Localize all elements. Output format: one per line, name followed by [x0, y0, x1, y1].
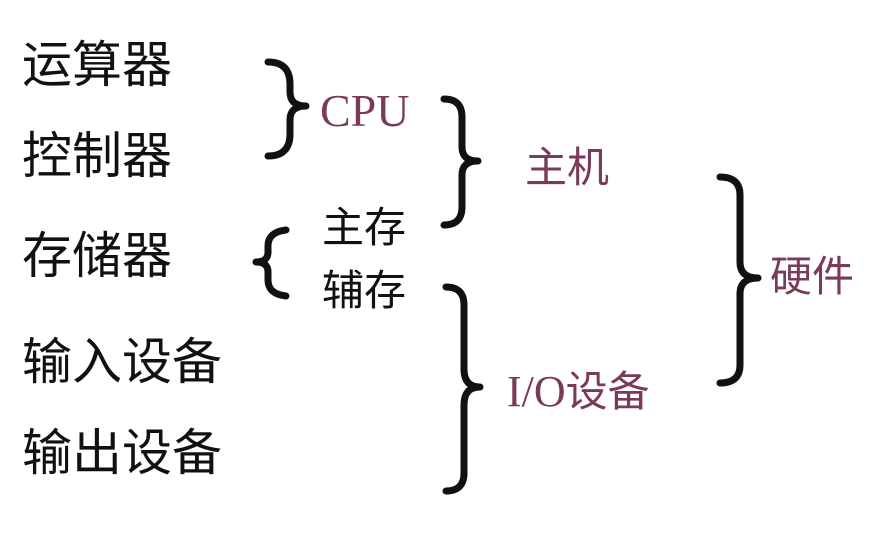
- component-memory: 存储器: [22, 227, 172, 285]
- group-io-devices: I/O设备: [507, 370, 650, 414]
- group-io-suffix: 设备: [565, 367, 650, 416]
- memory-auxiliary: 辅存: [322, 266, 407, 315]
- component-alu: 运算器: [22, 36, 172, 94]
- brace-io: [442, 283, 484, 495]
- memory-main: 主存: [322, 203, 407, 252]
- group-host: 主机: [525, 143, 610, 192]
- group-hardware: 硬件: [770, 252, 855, 301]
- component-output-device: 输出设备: [22, 424, 222, 482]
- component-input-device: 输入设备: [22, 333, 222, 391]
- group-io-prefix: I/O: [507, 367, 566, 416]
- component-control-unit: 控制器: [22, 127, 172, 185]
- brace-hardware: [716, 173, 762, 387]
- group-cpu: CPU: [320, 85, 410, 136]
- brace-host: [440, 95, 482, 229]
- brace-memory: [252, 226, 290, 300]
- brace-cpu: [264, 58, 310, 160]
